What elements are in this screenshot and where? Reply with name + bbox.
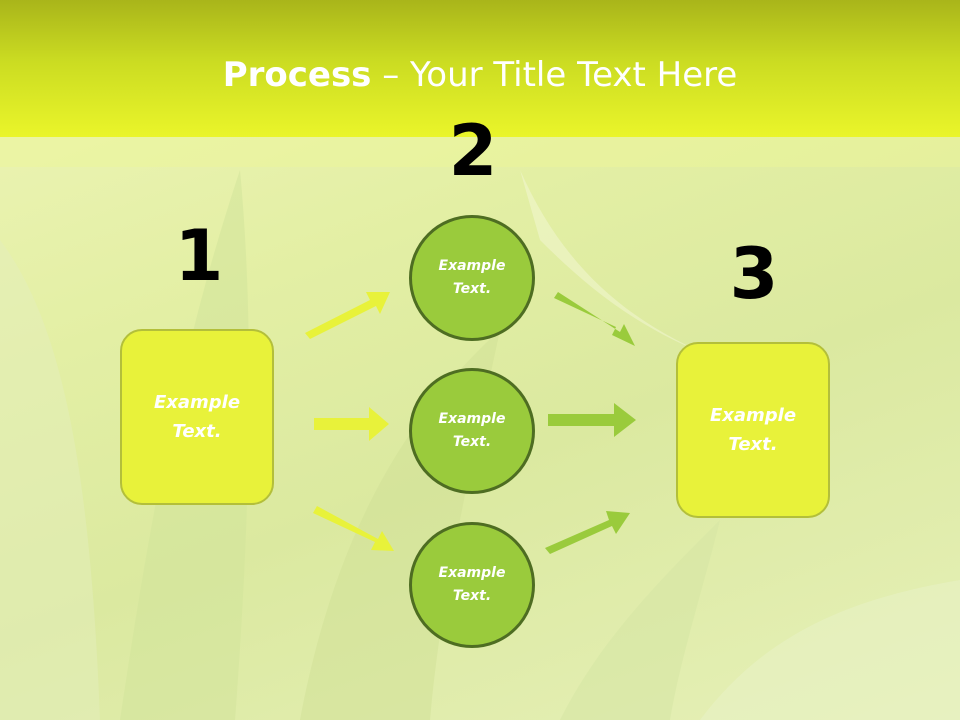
- title-rest: – Your Title Text Here: [371, 55, 738, 95]
- step-2-circle-3: Example Text.: [409, 522, 535, 648]
- arrow-right-icon: [313, 506, 394, 551]
- step-3-box: Example Text.: [676, 342, 830, 518]
- arrow-right-icon: [548, 403, 636, 437]
- step-1-number: 1: [174, 215, 224, 297]
- step-2-circle-1-text: Example Text.: [438, 258, 506, 297]
- step-1-box: Example Text.: [120, 329, 274, 505]
- step-1-text: Example Text.: [153, 392, 241, 442]
- arrow-right-icon: [314, 407, 389, 441]
- arrow-right-icon: [305, 292, 390, 339]
- step-3-text: Example Text.: [709, 405, 797, 455]
- step-2-number: 2: [448, 110, 498, 192]
- title-bar: [0, 0, 960, 137]
- title-bold: Process: [222, 55, 372, 95]
- step-3-number: 3: [729, 233, 779, 315]
- step-2-circle-2-text: Example Text.: [438, 411, 506, 450]
- arrow-right-icon: [554, 292, 635, 346]
- step-2-circle-1: Example Text.: [409, 215, 535, 341]
- step-2-circle-2: Example Text.: [409, 368, 535, 494]
- slide-title: Process – Your Title Text Here: [0, 52, 960, 98]
- title-bar-shadow: [0, 137, 960, 167]
- step-2-circle-3-text: Example Text.: [438, 565, 506, 604]
- arrow-right-icon: [545, 511, 630, 554]
